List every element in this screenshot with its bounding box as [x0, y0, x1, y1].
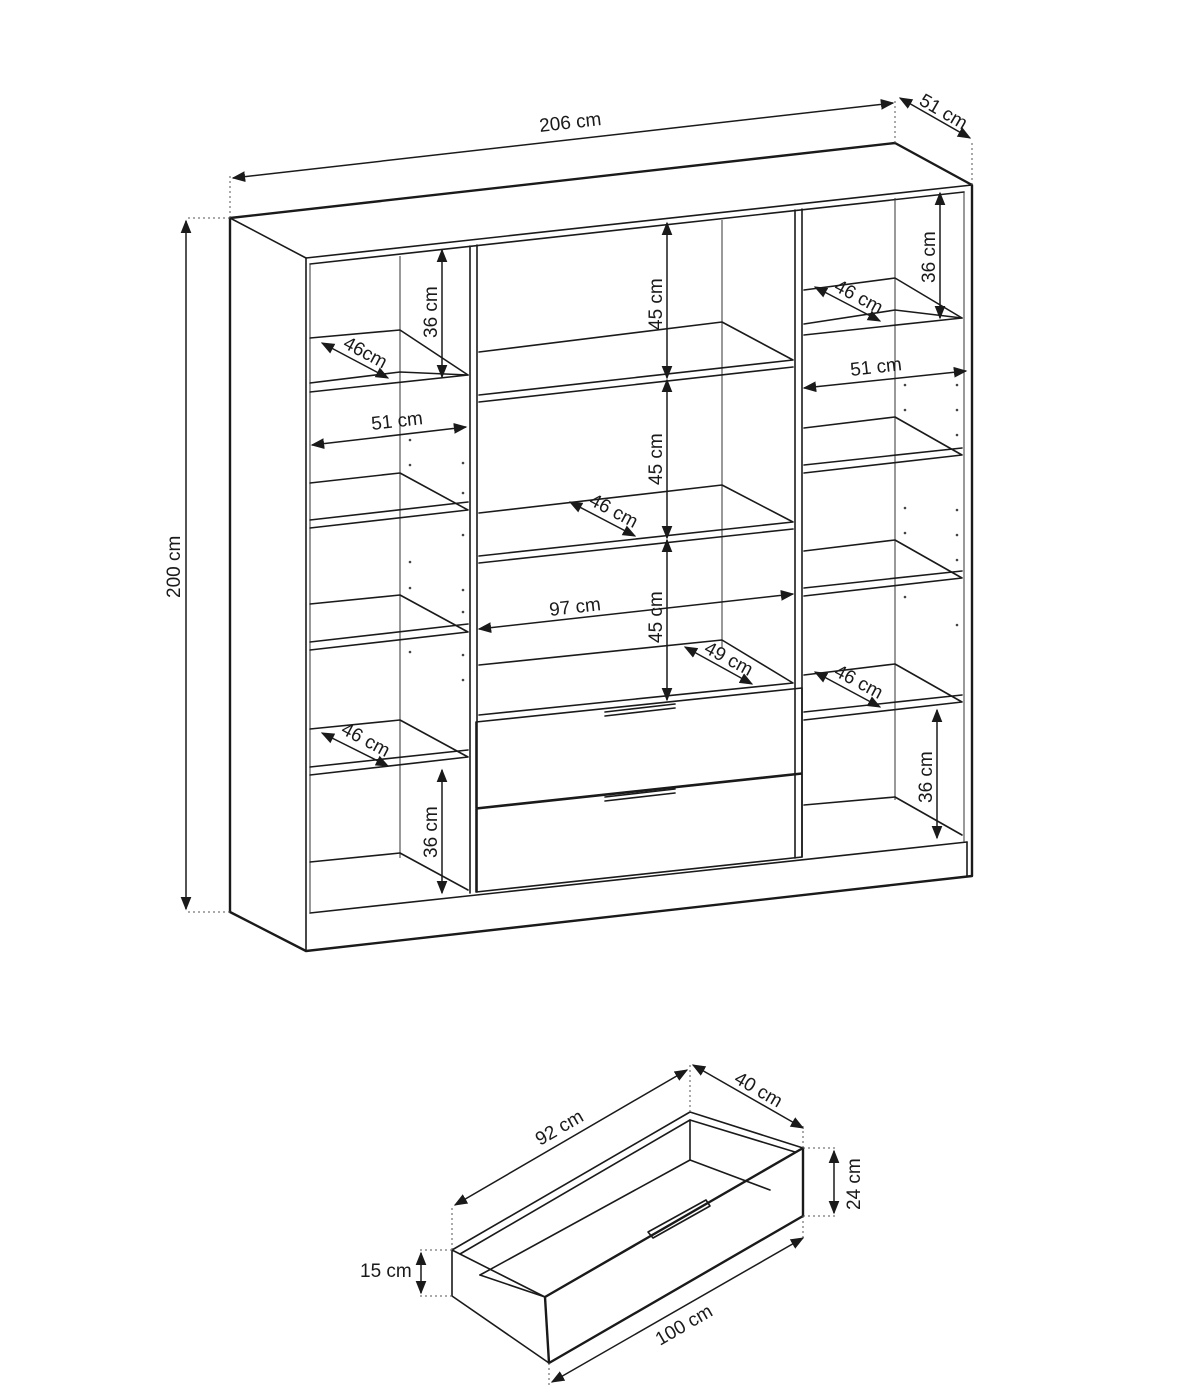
center-top-height-label: 45 cm — [646, 278, 667, 330]
right-lower-depth-label: 46 cm — [831, 661, 887, 704]
shelf-pin-holes — [408, 383, 959, 682]
partitions — [309, 192, 965, 913]
center-shelves — [475, 321, 803, 893]
wardrobe-drawers — [475, 687, 803, 893]
drawer-front-height-label: 15 cm — [360, 1261, 412, 1282]
left-column-dimensions: 36 cm 46cm 51 cm 46 cm 36 cm — [310, 248, 468, 895]
left-width-label: 51 cm — [370, 408, 424, 435]
center-middle-depth-label: 46 cm — [586, 490, 642, 533]
depth-dimension-line — [898, 97, 972, 139]
center-width-label: 97 cm — [548, 594, 602, 621]
drawer: 92 cm 40 cm 24 cm 15 cm 100 cm — [360, 1064, 865, 1386]
center-column-dimensions: 45 cm 45 cm 46 cm 45 cm 97 cm 49 cm — [477, 221, 795, 702]
width-dimension-line — [231, 99, 895, 182]
center-middle-height-label: 45 cm — [646, 433, 667, 485]
drawer-dimensions: 92 cm 40 cm 24 cm 15 cm 100 cm — [360, 1064, 865, 1386]
width-label: 206 cm — [538, 109, 602, 137]
right-bottom-height-label: 36 cm — [916, 751, 937, 803]
overall-dimensions: 206 cm 51 cm 200 cm — [164, 90, 973, 913]
drawer-front-length-label: 100 cm — [652, 1301, 716, 1350]
depth-label: 51 cm — [916, 90, 971, 134]
drawer-height-label: 24 cm — [844, 1158, 865, 1210]
right-column-dimensions: 36 cm 46 cm 51 cm 46 cm 36 cm — [802, 191, 968, 840]
left-bottom-height-label: 36 cm — [421, 806, 442, 858]
drawer-depth-label: 40 cm — [731, 1068, 786, 1112]
height-label: 200 cm — [164, 536, 185, 598]
wardrobe: 206 cm 51 cm 200 cm 36 cm 46cm 51 cm 46 … — [164, 90, 974, 953]
left-top-height-label: 36 cm — [421, 286, 442, 338]
wardrobe-outline — [228, 141, 974, 953]
drawer-outline — [451, 1111, 805, 1365]
center-lower-height-label: 45 cm — [646, 591, 667, 643]
right-top-height-label: 36 cm — [919, 231, 940, 283]
left-top-depth-label: 46cm — [340, 333, 391, 373]
